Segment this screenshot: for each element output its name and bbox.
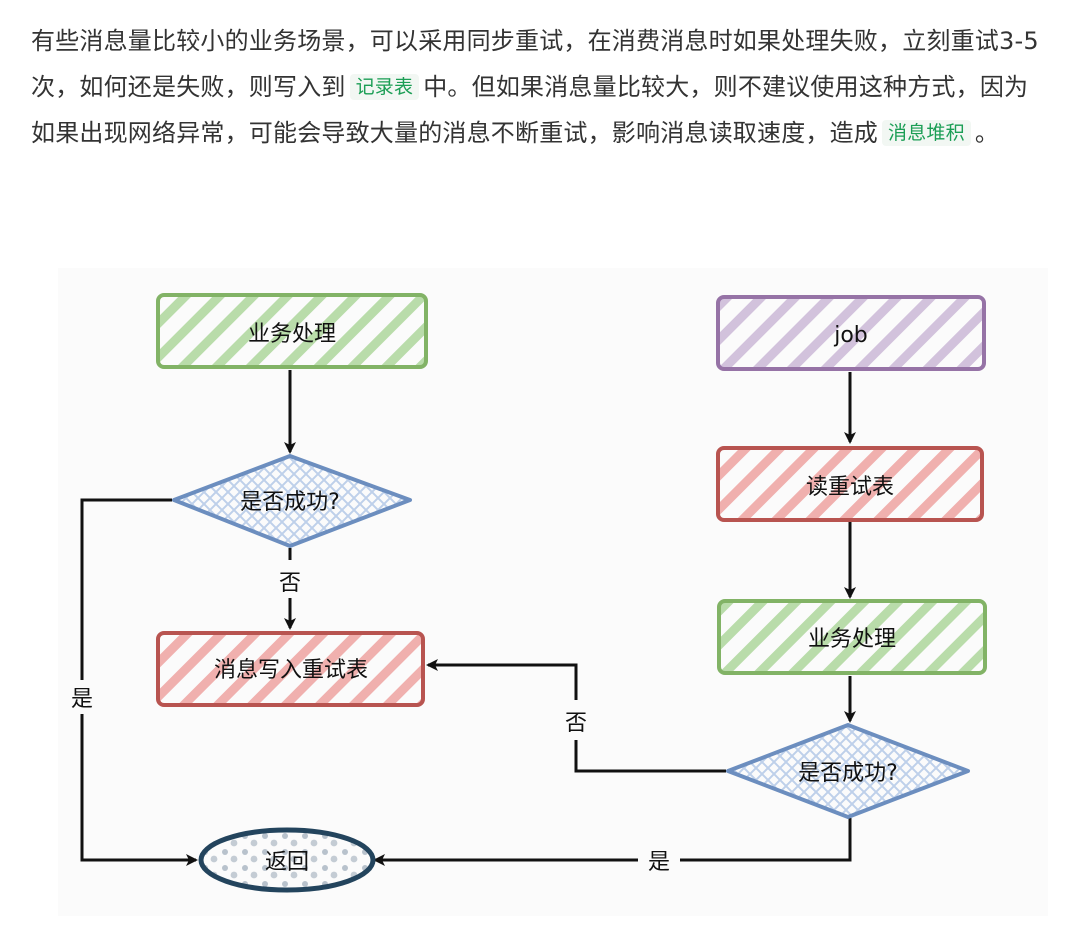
yes-label-right: 是 (648, 850, 670, 875)
article-paragraph: 有些消息量比较小的业务场景，可以采用同步重试，在消费消息时如果处理失败，立刻重试… (31, 18, 1041, 156)
article-text-1: 有些消息量比较小的业务场景，可以采用同步重试，在消费消息时如果处理失败，立刻重试… (31, 27, 1039, 101)
write-retry-table-label: 消息写入重试表 (214, 658, 368, 683)
process-box-right: 业务处理 (717, 599, 987, 675)
decision-label-right: 是否成功? (798, 761, 898, 786)
inline-code-message-backlog: 消息堆积 (882, 120, 971, 146)
article-text-2: 中。但如果消息量比较大，则不建议使用这种方式，因为如果出现网络异常，可能会导致大… (31, 73, 1029, 147)
read-retry-table-box: 读重试表 (716, 446, 984, 522)
return-label: 返回 (265, 850, 309, 875)
return-terminator: 返回 (198, 827, 376, 893)
article-text-3: 。 (974, 119, 1000, 147)
yes-label-left: 是 (71, 687, 93, 712)
job-label: job (833, 323, 868, 348)
process-box-left: 业务处理 (156, 293, 428, 369)
no-label-right: 否 (565, 711, 587, 736)
arrow-decision-right-no-to-write-retry (428, 665, 726, 773)
process-label-right: 业务处理 (808, 627, 896, 652)
decision-diamond-left: 是否成功? (172, 454, 412, 548)
no-label-left: 否 (279, 571, 301, 596)
read-retry-table-label: 读重试表 (806, 475, 894, 500)
write-retry-table-box: 消息写入重试表 (156, 631, 425, 707)
decision-label-left: 是否成功? (240, 490, 340, 515)
retry-flowchart: 业务处理 是否成功? 否 消息写入重试表 是 返回 job 读重试表 业务处理 … (58, 268, 1048, 916)
inline-code-record-table: 记录表 (349, 74, 420, 100)
decision-diamond-right: 是否成功? (726, 723, 970, 819)
job-box: job (716, 295, 986, 371)
arrow-decision-right-yes-to-return (375, 818, 852, 860)
process-label-left: 业务处理 (248, 322, 336, 347)
